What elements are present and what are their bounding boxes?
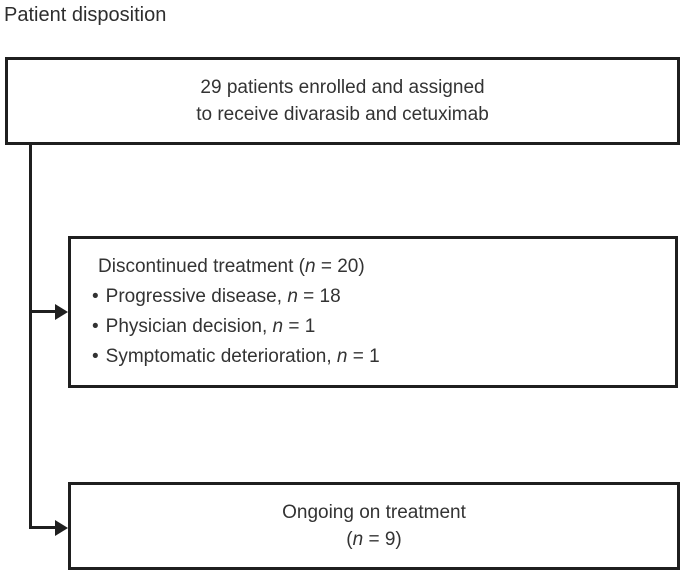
n-variable: n — [287, 286, 298, 307]
text-segment: ( — [346, 529, 353, 550]
enrolled-line-2: to receive divarasib and cetuximab — [196, 104, 489, 125]
ongoing-line-1: Ongoing on treatment — [282, 502, 466, 523]
n-variable: n — [336, 346, 348, 367]
discontinued-header: Discontinued treatment (n = 20) — [98, 252, 675, 282]
text-segment: = 1 — [283, 316, 316, 337]
discontinued-item: • Physician decision, n = 1 — [92, 312, 675, 342]
n-variable: n — [305, 256, 316, 277]
text-segment: Progressive disease, — [105, 286, 288, 307]
figure-title: Patient disposition — [4, 4, 167, 26]
n-variable: n — [352, 529, 364, 550]
connector-branch-discontinued — [29, 310, 57, 313]
text-segment: = 18 — [297, 286, 341, 307]
bullet-icon: • — [92, 346, 99, 367]
text-segment: = 1 — [347, 346, 380, 367]
discontinued-item: • Symptomatic deterioration, n = 1 — [92, 342, 675, 372]
text-segment: Discontinued treatment ( — [98, 256, 305, 277]
discontinued-item: • Progressive disease, n = 18 — [92, 282, 675, 312]
text-segment: = 9) — [363, 529, 402, 550]
connector-branch-ongoing — [29, 526, 57, 529]
text-segment: Symptomatic deterioration, — [105, 346, 337, 367]
bullet-icon: • — [92, 316, 99, 337]
n-variable: n — [272, 316, 284, 337]
text-segment: = 20) — [315, 256, 365, 277]
discontinued-box: Discontinued treatment (n = 20) •Progres… — [68, 236, 678, 388]
ongoing-line-2: (n = 9) — [71, 526, 677, 553]
arrowhead-right-icon — [55, 304, 68, 320]
arrowhead-right-icon — [55, 520, 68, 536]
ongoing-box: Ongoing on treatment (n = 9) — [68, 482, 680, 570]
connector-vertical-line — [29, 145, 32, 529]
bullet-icon: • — [92, 286, 99, 307]
enrolled-line-1: 29 patients enrolled and assigned — [200, 77, 485, 98]
text-segment: Physician decision, — [105, 316, 273, 337]
enrolled-box: 29 patients enrolled and assigned to rec… — [5, 57, 680, 145]
